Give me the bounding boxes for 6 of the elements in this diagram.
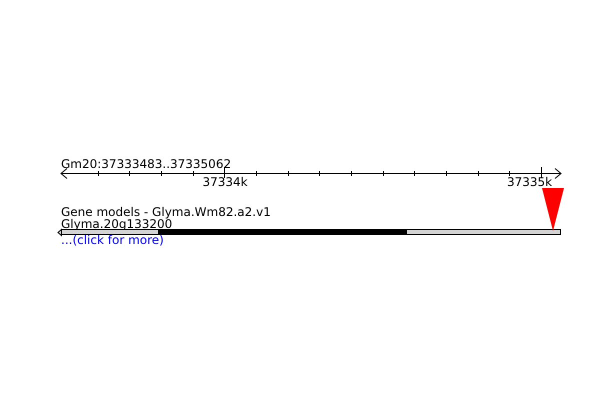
tick-label: 37334k xyxy=(202,175,248,189)
tick-label: 37335k xyxy=(507,175,552,189)
track-title: Gene models - Glyma.Wm82.a2.v1 xyxy=(61,205,271,219)
ruler-label: Gm20:37333483..37335062 xyxy=(61,157,232,171)
gene-label: Glyma.20g133200 xyxy=(61,217,172,231)
more-link: ...(click for more) xyxy=(61,233,164,247)
